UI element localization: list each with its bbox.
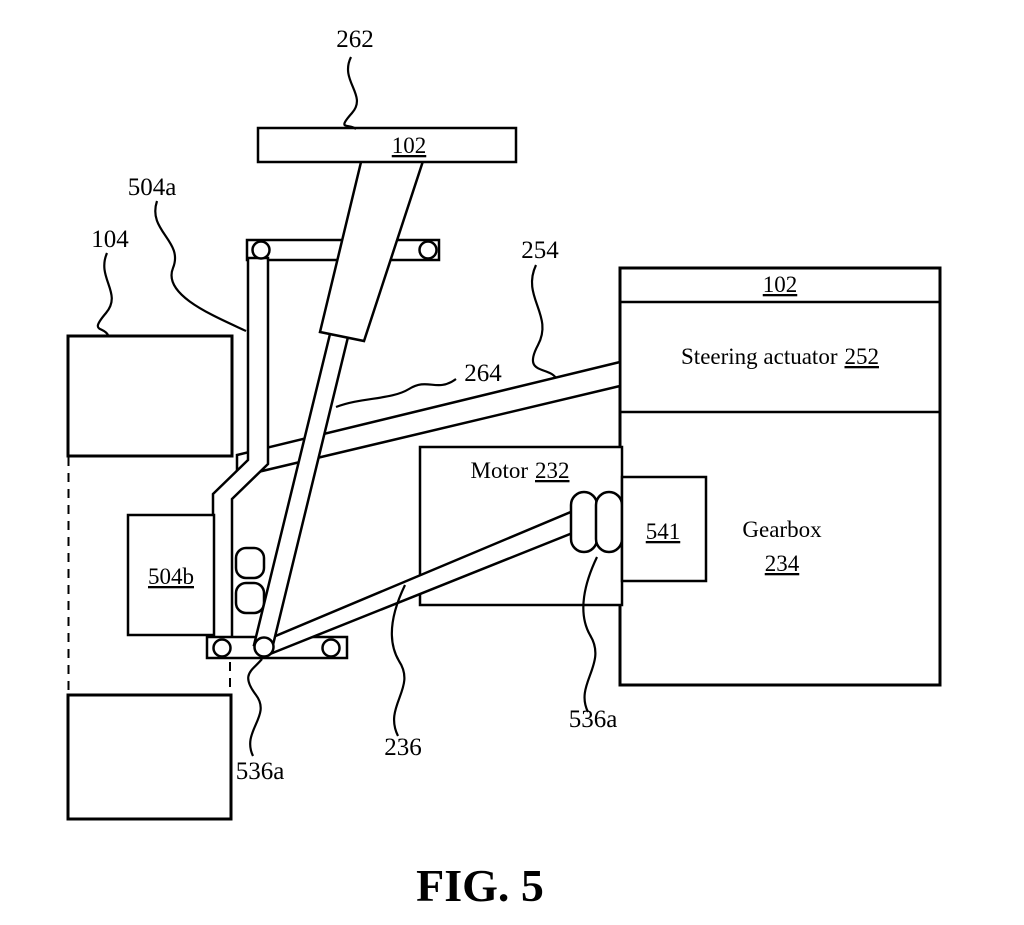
coupler-ref-label: 541	[646, 519, 681, 544]
leader-264	[335, 378, 457, 409]
shaft-lower-joint	[253, 636, 275, 658]
gearbox-label: Gearbox	[742, 517, 822, 542]
figure-caption: FIG. 5	[416, 860, 544, 911]
lower-link-pivot-right	[321, 638, 341, 658]
motor-ref: 232	[535, 458, 570, 483]
steering-wheel-ref-label: 102	[392, 133, 427, 158]
upper-link-pivot-left	[251, 240, 271, 260]
motor-text: Motor	[471, 458, 529, 483]
steering-wheel-bar	[256, 126, 518, 164]
leader-254	[530, 264, 557, 379]
lower-link-pivot-left	[212, 638, 232, 658]
leader-262	[343, 56, 358, 130]
callout-236: 236	[384, 734, 422, 761]
callout-504a: 504a	[128, 174, 177, 201]
leader-536a-right	[582, 556, 598, 713]
steering-actuator-ref: 252	[844, 344, 879, 369]
steering-actuator-text: Steering actuator	[681, 344, 838, 369]
left-coupler-lower-pill	[234, 581, 266, 615]
gearbox-ref: 234	[765, 551, 800, 576]
knuckle-box	[126, 513, 216, 637]
upper-link-pivot-right	[418, 240, 438, 260]
callout-104: 104	[91, 226, 129, 253]
left-coupler-upper-pill	[234, 546, 266, 580]
housing-ref-label: 102	[763, 272, 798, 297]
callout-536a-right: 536a	[569, 706, 618, 733]
callout-262: 262	[336, 26, 374, 53]
leader-104	[96, 252, 113, 336]
knuckle-ref-label: 504b	[148, 564, 194, 589]
callout-254: 254	[521, 237, 559, 264]
right-coupler-oval-left	[569, 490, 599, 554]
leader-236	[390, 584, 406, 737]
coupler-box	[620, 475, 708, 583]
wheel-top-box	[66, 334, 234, 458]
callout-264: 264	[464, 360, 502, 387]
right-coupler-oval-right	[594, 490, 624, 554]
leader-504a	[154, 200, 247, 332]
wheel-bottom-box	[66, 693, 233, 821]
leader-536a-left	[247, 658, 263, 757]
callout-536a-left: 536a	[236, 758, 285, 785]
